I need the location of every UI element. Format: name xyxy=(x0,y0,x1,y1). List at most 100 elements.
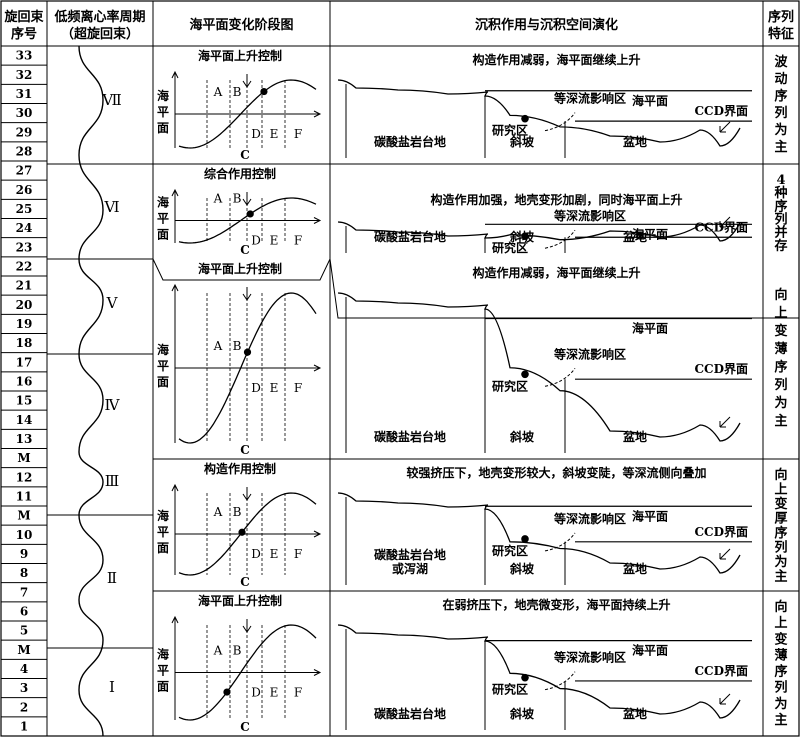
seafloor-profile xyxy=(337,624,741,719)
platform-label: 碳酸盐岩台地 xyxy=(374,706,446,721)
sequence-number: 13 xyxy=(16,432,33,446)
seafloor-profile xyxy=(337,221,741,242)
header-feature-line2: 特征 xyxy=(768,26,794,42)
feature-char: 变 xyxy=(774,496,787,512)
sea-level-label: 海平面 xyxy=(632,93,668,108)
sequence-number: 14 xyxy=(16,413,33,427)
study-area-dot xyxy=(521,673,529,682)
feature-char: 波 xyxy=(774,54,788,70)
cycle-label: Ⅰ xyxy=(109,678,115,696)
sequence-number: M xyxy=(17,509,30,523)
sequence-number: 18 xyxy=(16,336,33,350)
axis-label-char: 海 xyxy=(157,88,169,103)
stage-letter-C: C xyxy=(240,575,250,589)
deepwater-zone-dashed xyxy=(544,671,576,691)
sequence-number: 10 xyxy=(16,528,33,542)
stage-letter-C: C xyxy=(240,443,250,457)
study-area-label: 研究区 xyxy=(492,123,528,138)
sequence-number-column: 3332313029282726252423222120191817161514… xyxy=(1,49,47,733)
basin-label: 盆地 xyxy=(622,429,647,444)
platform-label: 碳酸盐岩台地 xyxy=(374,134,446,149)
feature-char: 上 xyxy=(774,616,787,631)
slope-label: 斜坡 xyxy=(509,134,535,149)
deepwater-zone-label: 等深流影响区 xyxy=(553,346,626,361)
chart-title: 海平面上升控制 xyxy=(198,593,282,608)
study-area-dot xyxy=(521,232,529,240)
deepwater-zone-dashed xyxy=(544,532,576,552)
sequence-number: 4 xyxy=(20,662,28,676)
stage-marker-dot xyxy=(223,688,231,696)
stage-marker-dot xyxy=(246,210,254,218)
feature-char: 向 xyxy=(774,287,787,303)
stage-letter-E: E xyxy=(270,686,279,700)
study-area-dot xyxy=(521,114,529,123)
stage-letter-E: E xyxy=(270,234,279,248)
stage-letter-F: F xyxy=(294,547,302,561)
sequence-number: 19 xyxy=(16,317,33,331)
stage-marker-dot xyxy=(260,87,268,96)
sequence-number: 32 xyxy=(16,68,33,82)
sea-level-label: 海平面 xyxy=(632,508,668,523)
section-caption: 构造作用加强，地壳变形加剧，同时海平面上升 xyxy=(430,192,682,207)
ccd-label: CCD界面 xyxy=(694,524,748,539)
sequence-number: 30 xyxy=(16,106,33,120)
cross-section: 较强挤压下，地壳变形较大，斜坡变陡，等深流侧向叠加海平面CCD界面研究区等深流影… xyxy=(337,465,752,585)
stage-marker-dot xyxy=(238,528,246,536)
cycle-label: Ⅲ xyxy=(105,472,119,490)
sequence-number: 6 xyxy=(20,604,28,618)
stage-pointer-head xyxy=(242,80,252,88)
sequence-number: 9 xyxy=(20,547,28,561)
y-axis-arrow xyxy=(171,283,179,292)
study-area-label: 研究区 xyxy=(492,378,528,393)
feature-char: 并 xyxy=(774,225,787,241)
chart-title: 构造作用控制 xyxy=(204,461,276,476)
deepwater-zone-label: 等深流影响区 xyxy=(553,511,626,526)
stage-letter-D: D xyxy=(251,547,261,561)
axis-label-char: 海 xyxy=(157,647,169,662)
sequence-number: 16 xyxy=(16,374,33,388)
stage-letter-B: B xyxy=(233,505,242,519)
current-arrow-icon xyxy=(719,693,731,705)
stage-letter-B: B xyxy=(233,644,242,658)
cross-section: 在弱挤压下，地壳微变形，海平面持续上升海平面CCD界面研究区等深流影响区碳酸盐岩… xyxy=(337,597,752,730)
sequence-number: 1 xyxy=(20,719,28,733)
current-arrow-icon xyxy=(719,216,731,228)
stage-letter-B: B xyxy=(233,339,242,353)
seafloor-profile xyxy=(337,79,741,147)
stage-letter-B: B xyxy=(233,85,242,99)
stage-letter-E: E xyxy=(270,381,279,395)
stage-marker-dot xyxy=(243,348,252,356)
ccd-label: CCD界面 xyxy=(694,103,748,118)
eccentricity-curve xyxy=(78,45,104,737)
axis-label-char: 海 xyxy=(157,342,169,357)
sequence-number: 25 xyxy=(16,202,33,216)
cross-section: 构造作用减弱，海平面继续上升海平面CCD界面研究区等深流影响区碳酸盐岩台地斜坡盆… xyxy=(337,52,752,158)
study-area-dot xyxy=(521,535,529,543)
stage-letter-A: A xyxy=(213,192,223,206)
slope-label: 斜坡 xyxy=(509,429,535,444)
stage-letter-D: D xyxy=(251,686,261,700)
sequence-number: M xyxy=(17,451,30,465)
axis-label-char: 面 xyxy=(157,375,169,389)
stage-letter-B: B xyxy=(233,192,242,206)
feature-char: 序 xyxy=(774,359,787,375)
study-area-dot xyxy=(521,370,529,379)
x-axis-arrow xyxy=(313,110,322,118)
feature-char: 为 xyxy=(774,696,787,712)
cross-section: 构造作用加强，地壳变形加剧，同时海平面上升海平面CCD界面研究区等深流影响区碳酸… xyxy=(337,192,752,255)
current-arrow-icon xyxy=(719,548,731,560)
stage-letter-C: C xyxy=(240,243,250,257)
platform-label: 碳酸盐岩台地 xyxy=(374,547,446,562)
header-sedimentation: 沉积作用与沉积空间演化 xyxy=(475,17,618,33)
feature-char: 变 xyxy=(774,631,787,647)
section-caption: 构造作用减弱，海平面继续上升 xyxy=(472,52,640,67)
basin-label: 盆地 xyxy=(622,229,647,244)
x-axis-arrow xyxy=(313,364,322,372)
sequence-number: 3 xyxy=(20,681,28,695)
